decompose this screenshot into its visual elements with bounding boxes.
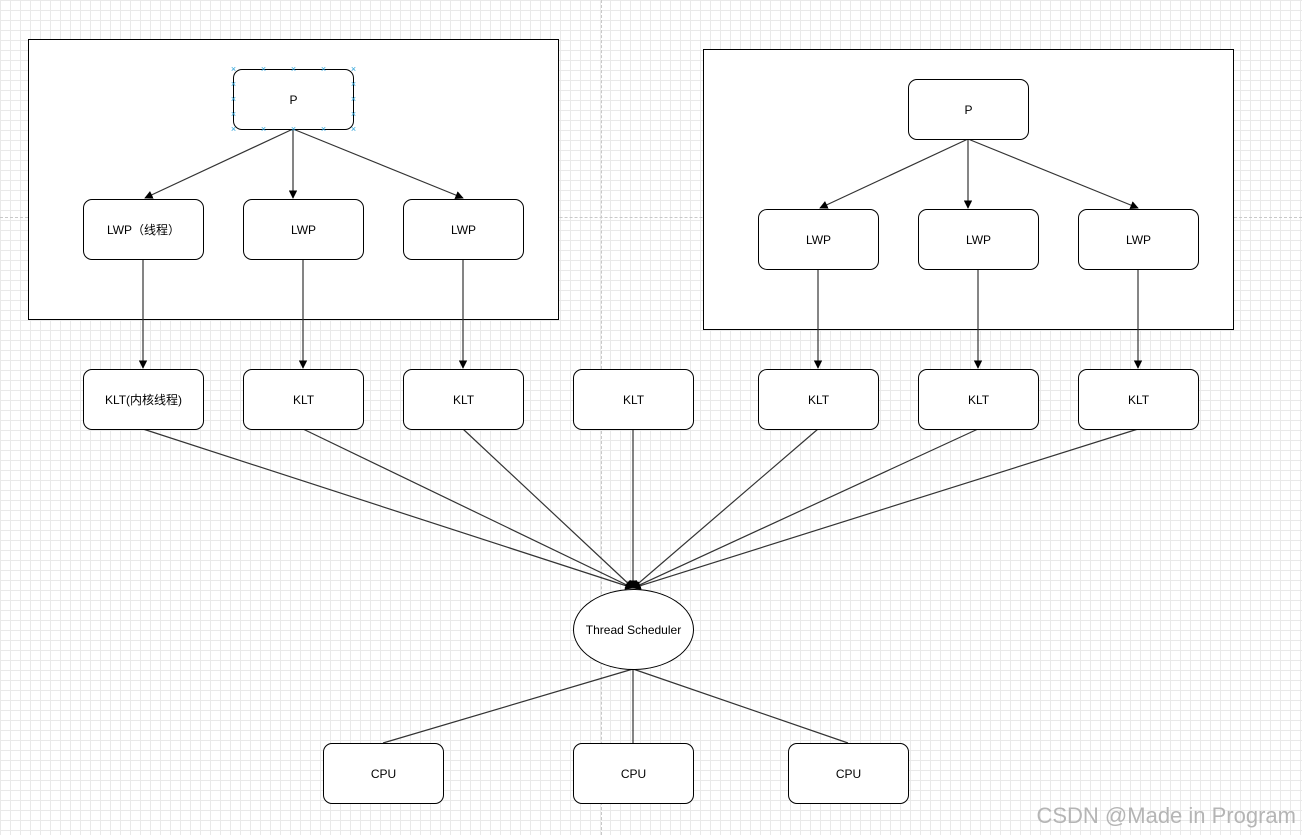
selection-handle-icon[interactable]: × bbox=[230, 64, 237, 74]
cpu-label: CPU bbox=[835, 766, 862, 781]
klt-node-5[interactable]: KLT bbox=[758, 369, 879, 430]
klt-label: KLT bbox=[292, 392, 315, 407]
selection-handle-icon[interactable]: × bbox=[290, 64, 297, 74]
left-lwp-node-1[interactable]: LWP（线程） bbox=[83, 199, 204, 260]
selection-handle-icon[interactable]: × bbox=[350, 79, 357, 89]
scheduler-to-cpu-edges bbox=[382, 668, 849, 744]
lwp-label: LWP（线程） bbox=[106, 223, 181, 237]
left-process-node[interactable]: P bbox=[233, 69, 354, 130]
klt-node-2[interactable]: KLT bbox=[243, 369, 364, 430]
selection-handle-icon[interactable]: × bbox=[230, 124, 237, 134]
selection-handle-icon[interactable]: × bbox=[230, 109, 237, 119]
lwp-label: LWP bbox=[965, 232, 992, 247]
klt-node-6[interactable]: KLT bbox=[918, 369, 1039, 430]
selection-handle-icon[interactable]: × bbox=[320, 124, 327, 134]
cpu-label: CPU bbox=[620, 766, 647, 781]
right-process-label: P bbox=[964, 102, 973, 117]
selection-handle-icon[interactable]: × bbox=[350, 64, 357, 74]
right-lwp-node-1[interactable]: LWP bbox=[758, 209, 879, 270]
klt-label: KLT bbox=[1127, 392, 1150, 407]
cpu-node-2[interactable]: CPU bbox=[573, 743, 694, 804]
klt-label: KLT(内核线程) bbox=[104, 393, 183, 407]
klt-node-1[interactable]: KLT(内核线程) bbox=[83, 369, 204, 430]
klt-node-7[interactable]: KLT bbox=[1078, 369, 1199, 430]
lwp-label: LWP bbox=[450, 222, 477, 237]
klt-label: KLT bbox=[452, 392, 475, 407]
selection-handle-icon[interactable]: × bbox=[230, 94, 237, 104]
thread-scheduler-node[interactable]: Thread Scheduler bbox=[573, 589, 694, 670]
selection-handle-icon[interactable]: × bbox=[260, 64, 267, 74]
left-lwp-node-2[interactable]: LWP bbox=[243, 199, 364, 260]
right-process-node[interactable]: P bbox=[908, 79, 1029, 140]
watermark-text: CSDN @Made in Program bbox=[1036, 803, 1296, 828]
klt-to-scheduler-edges bbox=[142, 428, 1139, 590]
lwp-label: LWP bbox=[290, 222, 317, 237]
klt-label: KLT bbox=[967, 392, 990, 407]
left-process-label: P bbox=[289, 92, 298, 107]
right-lwp-node-3[interactable]: LWP bbox=[1078, 209, 1199, 270]
klt-node-3[interactable]: KLT bbox=[403, 369, 524, 430]
horizontal-guide-line bbox=[0, 217, 1302, 218]
selection-handle-icon[interactable]: × bbox=[230, 79, 237, 89]
left-lwp-node-3[interactable]: LWP bbox=[403, 199, 524, 260]
cpu-label: CPU bbox=[370, 766, 397, 781]
lwp-label: LWP bbox=[1125, 232, 1152, 247]
right-lwp-node-2[interactable]: LWP bbox=[918, 209, 1039, 270]
klt-label: KLT bbox=[807, 392, 830, 407]
selection-handle-icon[interactable]: × bbox=[320, 64, 327, 74]
selection-handle-icon[interactable]: × bbox=[350, 109, 357, 119]
selection-handle-icon[interactable]: × bbox=[350, 94, 357, 104]
klt-label: KLT bbox=[622, 392, 645, 407]
selection-handle-icon[interactable]: × bbox=[260, 124, 267, 134]
thread-scheduler-label: Thread Scheduler bbox=[585, 622, 682, 637]
selection-handle-icon[interactable]: × bbox=[350, 124, 357, 134]
klt-node-4[interactable]: KLT bbox=[573, 369, 694, 430]
cpu-node-1[interactable]: CPU bbox=[323, 743, 444, 804]
selection-handle-icon[interactable]: × bbox=[290, 124, 297, 134]
lwp-label: LWP bbox=[805, 232, 832, 247]
cpu-node-3[interactable]: CPU bbox=[788, 743, 909, 804]
